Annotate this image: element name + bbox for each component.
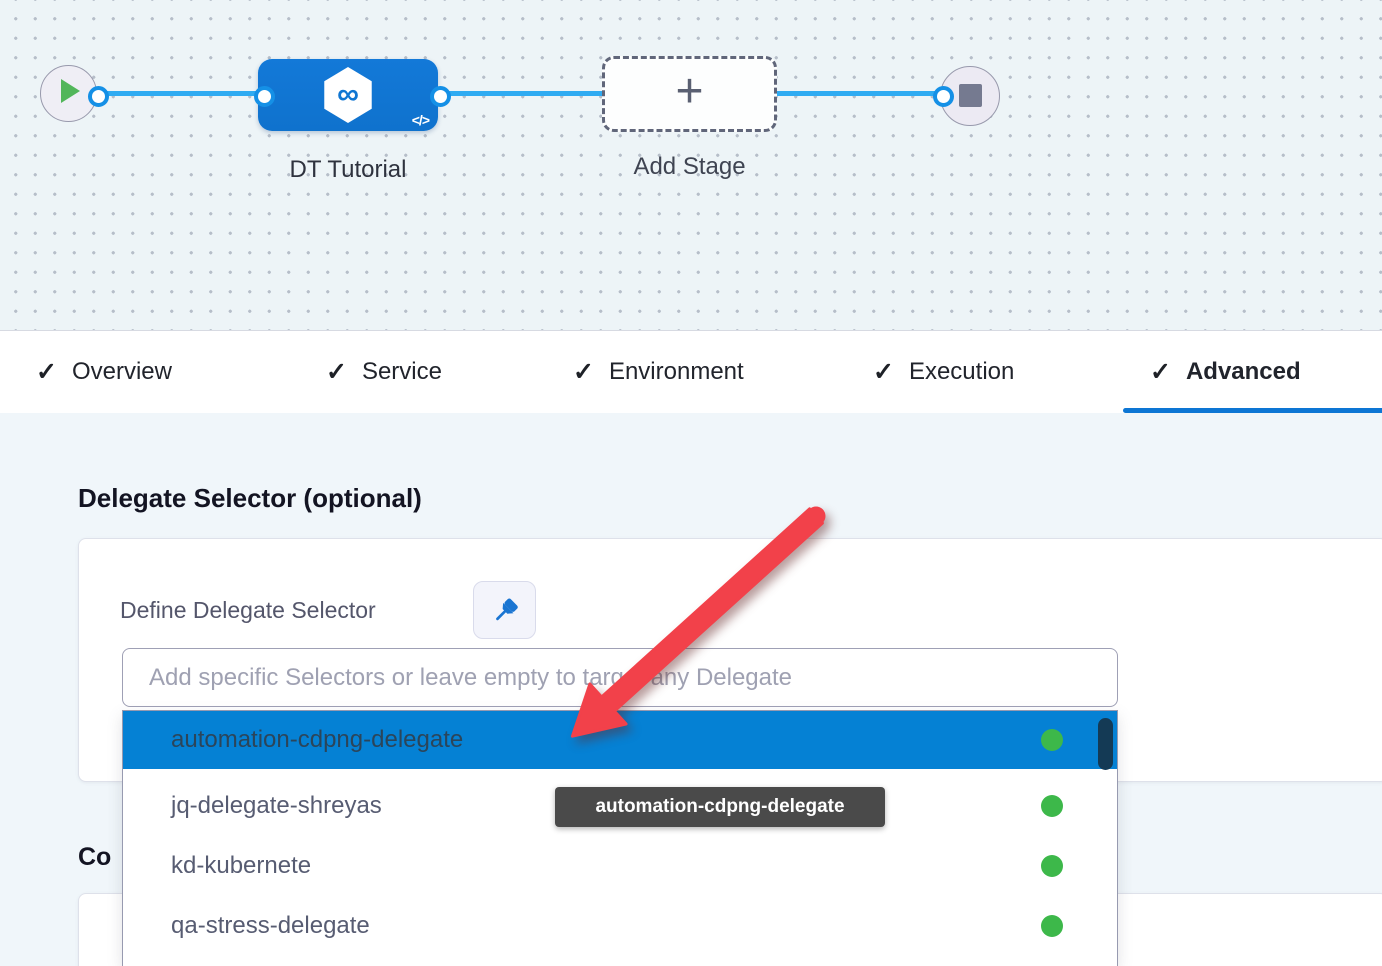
stage-tabbar: ✓ Overview ✓ Service ✓ Environment ✓ Exe… [0,330,1382,413]
svg-text:∞: ∞ [337,77,359,111]
code-icon: </> [412,112,429,128]
dropdown-item-qa-stress-delegate[interactable]: qa-stress-delegate [123,896,1117,956]
tab-label: Service [362,358,442,386]
tab-service[interactable]: ✓ Service [326,331,442,413]
plus-icon: + [675,68,703,116]
connector-port [933,86,954,107]
stop-icon [959,84,982,107]
check-icon: ✓ [326,357,347,387]
connector-port [88,86,109,107]
delegate-dropdown: automation-cdpng-delegate jq-delegate-sh… [122,710,1118,966]
tab-label: Overview [72,358,172,386]
tooltip-text: automation-cdpng-delegate [595,796,844,818]
tab-environment[interactable]: ✓ Environment [573,331,744,413]
check-icon: ✓ [1150,357,1171,387]
dropdown-scrollbar-thumb[interactable] [1098,718,1113,770]
connector-port [254,86,275,107]
harness-stage-icon: ∞ [321,66,375,124]
connector-line [777,91,941,96]
status-dot-connected [1041,729,1063,751]
delegate-tooltip: automation-cdpng-delegate [555,787,885,827]
play-icon [61,79,80,103]
add-stage-button[interactable]: + [602,56,777,132]
tab-label: Environment [609,358,744,386]
delegate-name: kd-kubernete [171,852,311,880]
define-delegate-selector-label: Define Delegate Selector [120,597,376,624]
pushpin-icon [489,594,521,626]
connector-line [96,91,262,96]
delegate-selector-heading: Delegate Selector (optional) [78,483,422,514]
delegate-name: jq-delegate-shreyas [171,792,382,820]
connector-line [438,91,602,96]
stage-label: DT Tutorial [258,156,438,184]
connector-port [430,86,451,107]
tab-advanced[interactable]: ✓ Advanced [1150,331,1301,413]
pipeline-canvas[interactable]: ∞ </> + DT Tutorial Add Stage [0,0,1382,330]
check-icon: ✓ [573,357,594,387]
next-section-heading-partial: Co [78,843,111,872]
status-dot-connected [1041,795,1063,817]
check-icon: ✓ [36,357,57,387]
delegate-selector-input[interactable] [122,648,1118,707]
dropdown-item-kd-kubernete[interactable]: kd-kubernete [123,836,1117,896]
tab-execution[interactable]: ✓ Execution [873,331,1014,413]
advanced-tab-content: Delegate Selector (optional) Define Dele… [0,413,1382,966]
pin-button[interactable] [473,581,536,639]
tab-label: Execution [909,358,1014,386]
status-dot-connected [1041,855,1063,877]
delegate-name: automation-cdpng-delegate [171,726,463,754]
stage-node-dt-tutorial[interactable]: ∞ </> [258,59,438,131]
check-icon: ✓ [873,357,894,387]
dropdown-item-automation-cdpng-delegate[interactable]: automation-cdpng-delegate [123,711,1117,769]
tab-overview[interactable]: ✓ Overview [36,331,172,413]
tab-label: Advanced [1186,358,1301,386]
status-dot-connected [1041,915,1063,937]
add-stage-label: Add Stage [602,153,777,181]
delegate-name: qa-stress-delegate [171,912,370,940]
